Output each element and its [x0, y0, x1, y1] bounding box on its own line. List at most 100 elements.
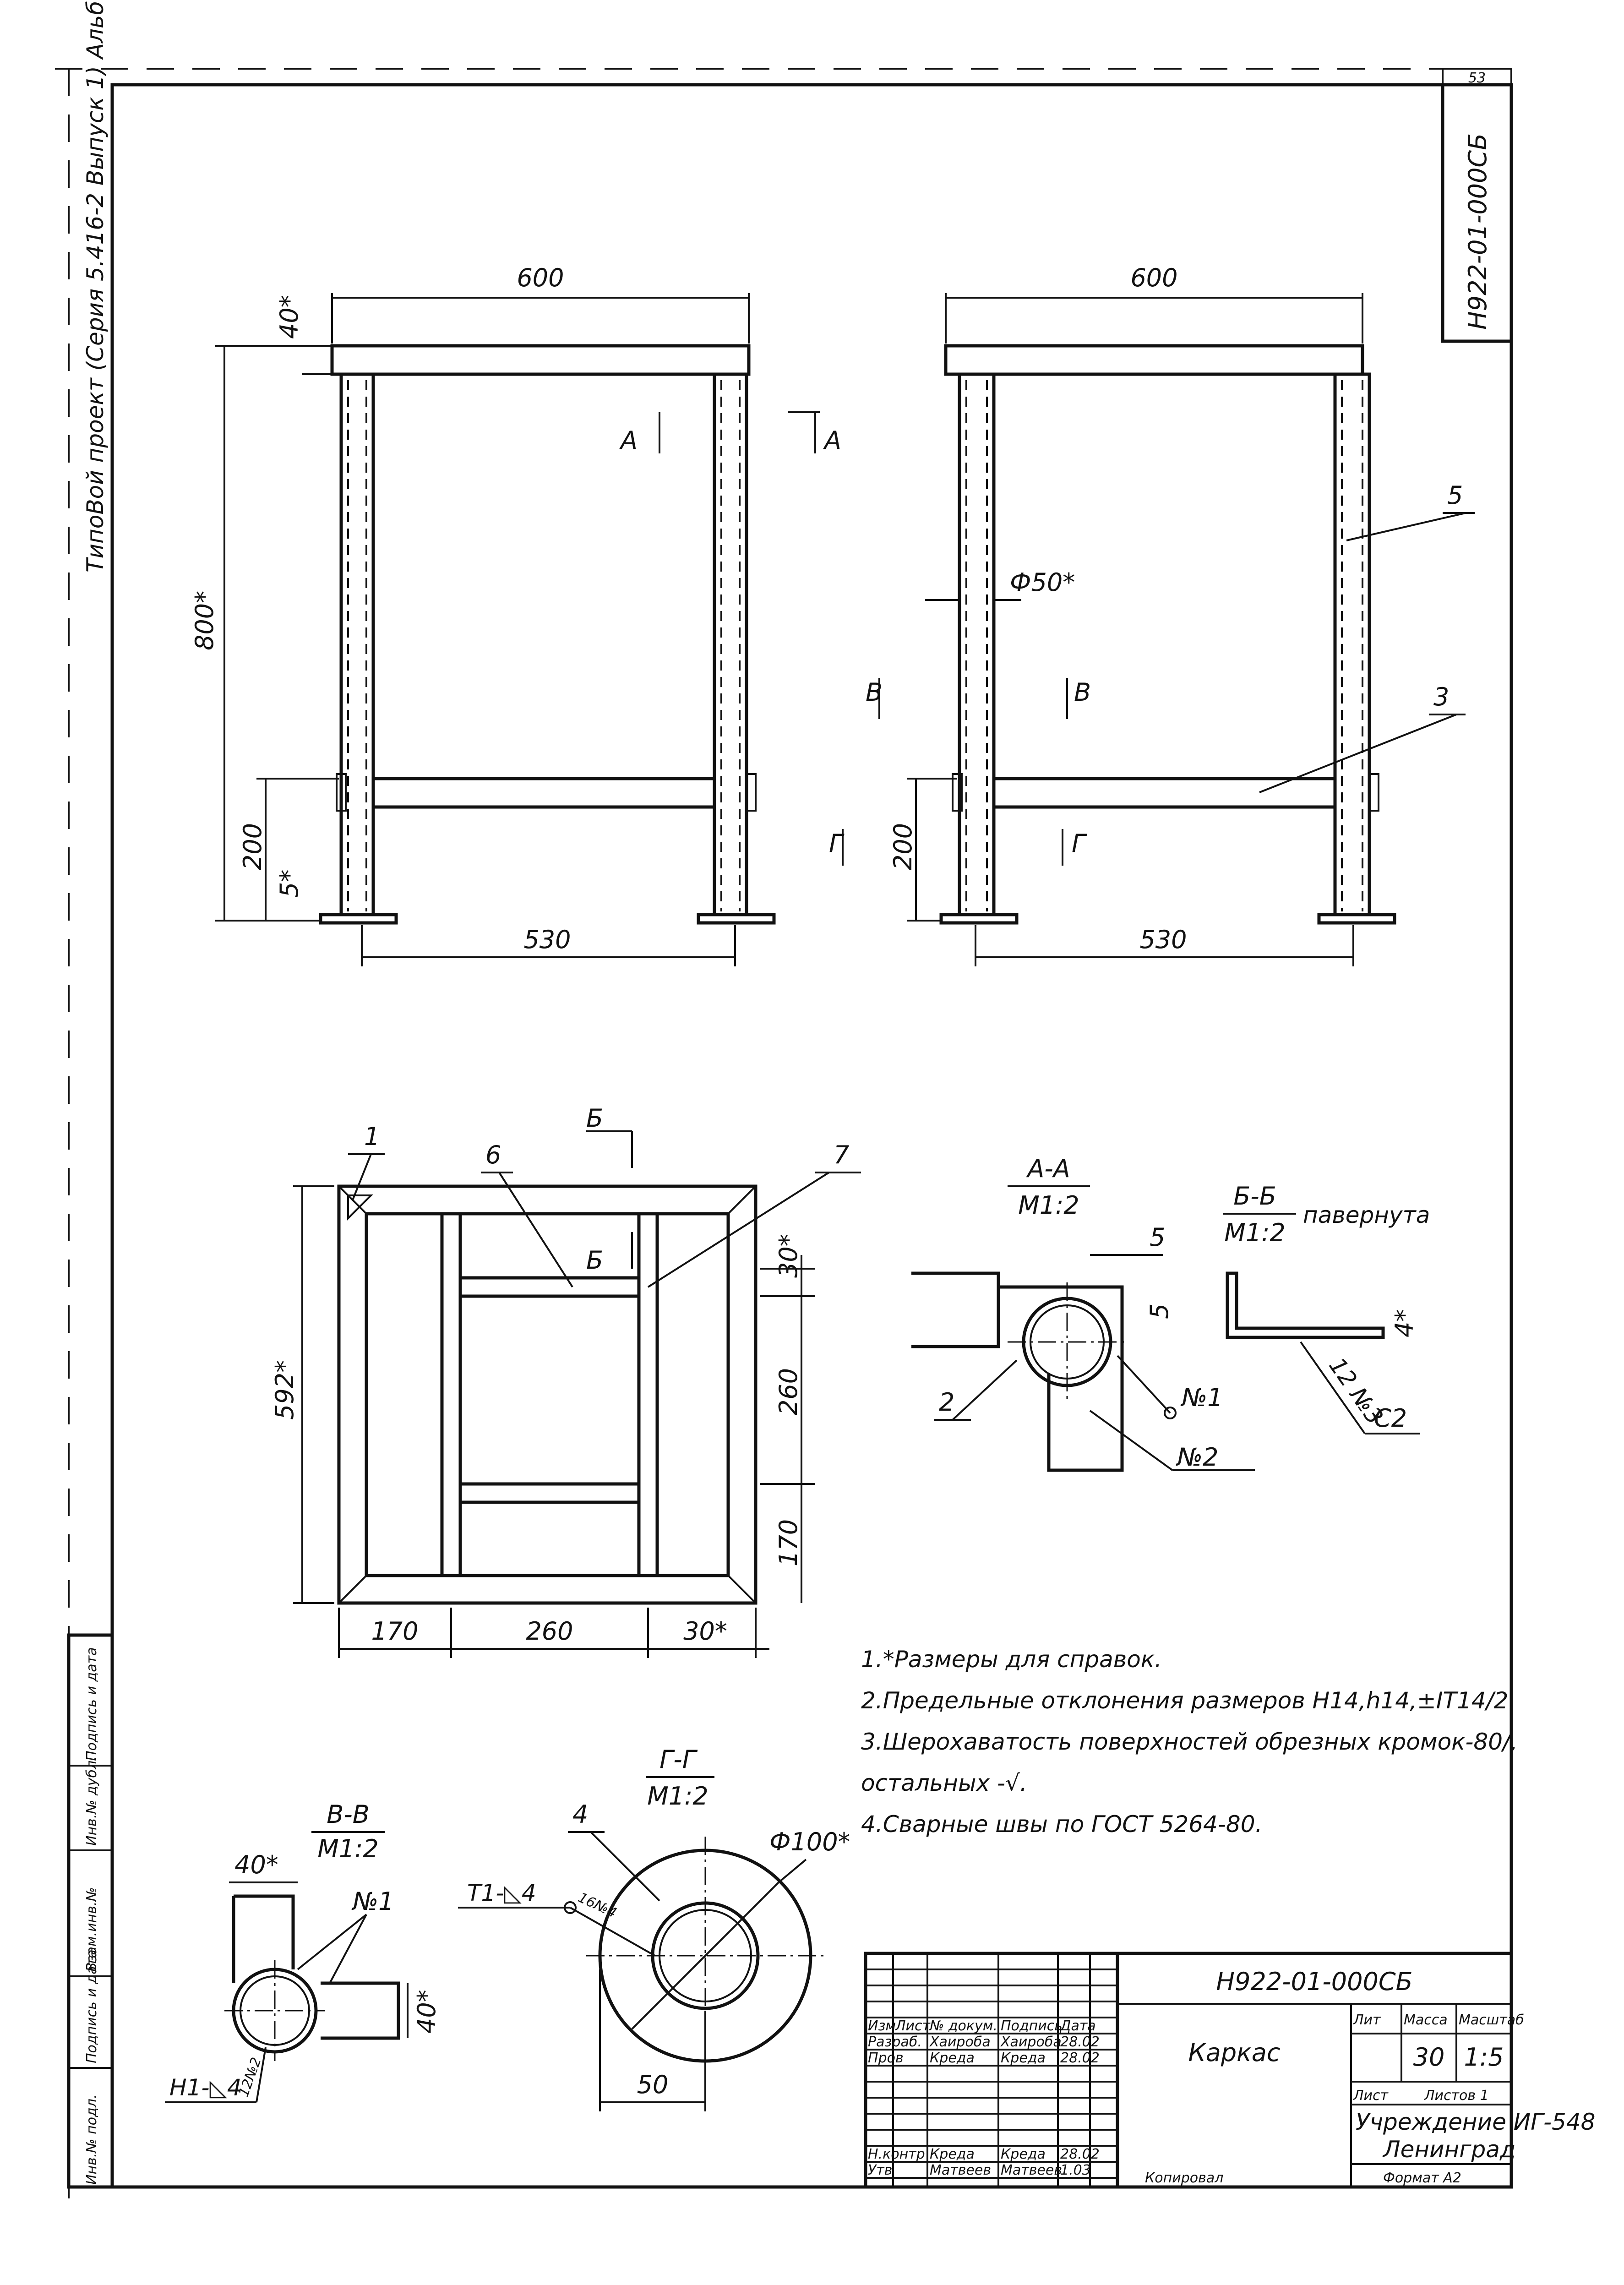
- note-2: 2.Предельные отклонения размеров Н14,h14…: [861, 1687, 1515, 1714]
- tb-r3-role: Н.контр: [868, 2146, 925, 2162]
- technical-notes: 1.*Размеры для справок. 2.Предельные отк…: [861, 1646, 1518, 1838]
- sheet-frame: [110, 83, 1513, 2189]
- section-gg-title: Г-Г: [659, 1745, 698, 1774]
- section-mark-a-left: А: [619, 426, 638, 455]
- side-brace-height: 200: [888, 823, 917, 870]
- plan-callout-6: 6: [485, 1140, 501, 1169]
- plan-bottom-30: 30*: [683, 1617, 727, 1646]
- tb-mass: 30: [1413, 2043, 1445, 2072]
- tb-r4-role: Утв: [868, 2162, 892, 2178]
- side-leg-span: 530: [1139, 925, 1187, 954]
- note-3: 3.Шерохаватость поверхностей обрезных кр…: [861, 1729, 1518, 1755]
- plan-callout-7: 7: [834, 1140, 849, 1169]
- strip-c1: Инв.№ подл.: [84, 2094, 100, 2185]
- note-3b: остальных -√.: [861, 1770, 1027, 1796]
- section-vv-scale: М1:2: [317, 1834, 379, 1863]
- plan-bottom-170: 170: [371, 1617, 418, 1646]
- tb-r4-name: Матвеев: [930, 2162, 991, 2178]
- tb-org-line1: Учреждение ИГ-548: [1356, 2109, 1595, 2135]
- tb-r3-name: Креда: [930, 2146, 975, 2162]
- section-aa-dim-5a: 5: [1150, 1223, 1165, 1252]
- section-mark-v-right: В: [1074, 678, 1091, 707]
- section-a-a: А-А М1:2 5 5 2 №1 №2: [911, 1154, 1255, 1472]
- section-gg-weld-len: 16№4: [576, 1890, 619, 1921]
- strip-c3: Взам.инв.№: [84, 1887, 100, 1972]
- tb-hdr-list: Лист: [895, 2018, 931, 2034]
- tb-hdr-doc: № докум.: [929, 2018, 997, 2034]
- tb-col-mass: Масса: [1404, 2012, 1448, 2028]
- section-gg-diameter: Ф100*: [769, 1827, 850, 1856]
- section-mark-b-mid: Б: [586, 1246, 603, 1275]
- tb-r1-name: Хаироба: [929, 2034, 991, 2050]
- side-width-top: 600: [1130, 263, 1177, 292]
- tb-scale: 1:5: [1464, 2043, 1504, 2072]
- side-caption: ТипоВой проект (Серия 5.416-2 Выпуск 1) …: [82, 0, 109, 573]
- front-view: 600 40* 800* 200 5* 530 А А: [190, 263, 841, 966]
- tb-r1-role: Разраб.: [868, 2034, 922, 2050]
- tb-format: Формат А2: [1383, 2170, 1461, 2186]
- front-top-thickness: 40*: [275, 295, 304, 339]
- tb-code: Н922-01-000СБ: [1216, 1967, 1412, 1996]
- tb-hdr-izm: Изм: [868, 2018, 896, 2034]
- front-brace-height: 200: [238, 823, 267, 870]
- front-height-total: 800*: [190, 591, 219, 650]
- tb-r2-sign: Креда: [1001, 2050, 1046, 2066]
- section-aa-title: А-А: [1026, 1154, 1070, 1183]
- title-block: Изм Лист № докум. Подпись Дата Разраб. Х…: [864, 1952, 1595, 2189]
- section-aa-weld-1: №1: [1180, 1383, 1223, 1412]
- section-bb-note: павернута: [1303, 1202, 1430, 1228]
- tb-r4-sign: Матвеев: [1001, 2162, 1062, 2178]
- plan-callout-1: 1: [364, 1122, 380, 1151]
- callout-3: 3: [1433, 682, 1449, 711]
- strip-c2: Подпись и дата: [84, 1950, 100, 2064]
- tb-hdr-sign: Подпись: [1001, 2018, 1063, 2034]
- section-mark-g-right: Г: [1072, 829, 1087, 858]
- tb-r3-date: 28.02: [1060, 2146, 1100, 2162]
- tb-name: Каркас: [1188, 2038, 1280, 2067]
- tb-r2-role: Пров: [868, 2050, 904, 2066]
- tb-r2-name: Креда: [930, 2050, 975, 2066]
- tb-col-lit: Лит: [1353, 2012, 1381, 2028]
- section-mark-b-top: Б: [586, 1104, 603, 1133]
- note-1: 1.*Размеры для справок.: [861, 1646, 1162, 1673]
- strip-c4: Инв.№ дубл.: [84, 1756, 100, 1846]
- section-bb-title: Б-Б: [1233, 1182, 1276, 1211]
- tb-r3-sign: Креда: [1001, 2146, 1046, 2162]
- section-vv-weld-code: Н1-◺4: [169, 2074, 242, 2101]
- front-leg-span: 530: [523, 925, 571, 954]
- tb-r1-sign: Хаироба: [1000, 2034, 1062, 2050]
- tb-org-line2: Ленинград: [1382, 2136, 1515, 2163]
- section-bb-thickness: 4*: [1390, 1309, 1419, 1337]
- note-4: 4.Сварные швы по ГОСТ 5264-80.: [861, 1811, 1262, 1838]
- tb-hdr-date: Дата: [1059, 2018, 1096, 2034]
- plan-view: 592* 30* 260 170 170 260 30* 1 6 7 Б Б: [270, 1104, 861, 1658]
- section-g-g: Г-Г М1:2 Ф100* 4 Т1-◺4 16№4 50: [458, 1745, 850, 2111]
- section-aa-callout-2: 2: [939, 1388, 954, 1417]
- plan-overall: 592*: [270, 1360, 299, 1420]
- section-mark-a-right: А: [823, 426, 841, 455]
- section-gg-callout-4: 4: [572, 1800, 588, 1829]
- section-gg-width: 50: [637, 2070, 669, 2099]
- side-view: 600 Ф50* 200 530 В В Г Г 5: [829, 263, 1475, 966]
- callout-5: 5: [1447, 481, 1463, 510]
- plan-mid-260: 260: [774, 1368, 803, 1415]
- plan-edge-30: 30*: [774, 1234, 803, 1278]
- top-doc-code: Н922-01-000СБ: [1463, 133, 1492, 330]
- plan-end-170: 170: [774, 1519, 803, 1566]
- section-b-b: Б-Б М1:2 павернута 4* 12 №3 С2: [1223, 1182, 1430, 1434]
- tb-r1-date: 28.02: [1060, 2034, 1100, 2050]
- section-aa-weld-2: №2: [1176, 1443, 1219, 1472]
- section-gg-weld-code: Т1-◺4: [467, 1880, 536, 1906]
- side-tube-diameter: Ф50*: [1010, 568, 1075, 597]
- section-aa-dim-5b: 5: [1145, 1303, 1174, 1319]
- tb-r2-date: 28.02: [1060, 2050, 1100, 2066]
- tb-col-scale: Масштаб: [1459, 2012, 1524, 2028]
- tb-sheets-label: Листов 1: [1424, 2088, 1489, 2104]
- tb-r4-date: 1.03: [1060, 2162, 1091, 2178]
- tb-copied: Копировал: [1145, 2170, 1223, 2186]
- section-bb-scale: М1:2: [1224, 1218, 1286, 1247]
- section-gg-scale: М1:2: [647, 1782, 708, 1811]
- section-aa-scale: М1:2: [1018, 1191, 1079, 1220]
- section-vv-weld: №1: [351, 1887, 394, 1916]
